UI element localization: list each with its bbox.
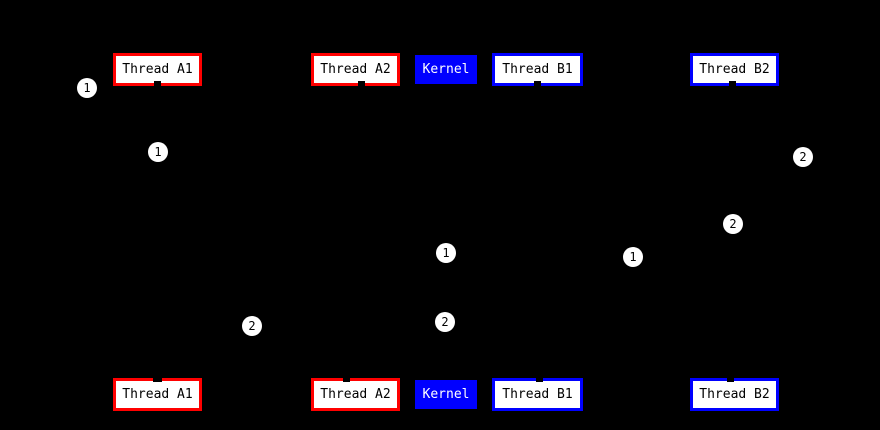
edge-notch — [153, 375, 162, 382]
step-badge-2: 1 — [148, 142, 168, 162]
edge-notch — [727, 375, 734, 382]
node-label: Thread B1 — [502, 62, 573, 77]
edge-notch — [154, 81, 161, 88]
node-thread-b2-top: Thread B2 — [690, 53, 779, 86]
edge-notch — [343, 375, 350, 382]
node-label: Thread A2 — [320, 387, 391, 402]
node-label: Kernel — [422, 387, 470, 402]
node-label: Thread A1 — [122, 387, 193, 402]
step-badge-3: 2 — [793, 147, 813, 167]
node-thread-a1-top: Thread A1 — [113, 53, 202, 86]
edge-notch — [534, 81, 541, 88]
edge-notch — [536, 375, 543, 382]
step-badge-4: 2 — [723, 214, 743, 234]
step-badge-1: 1 — [77, 78, 97, 98]
node-kernel-bottom: Kernel — [415, 380, 477, 409]
step-badge-7: 2 — [242, 316, 262, 336]
node-thread-a2-bottom: Thread A2 — [311, 378, 400, 411]
step-badge-5: 1 — [436, 243, 456, 263]
edge-notch — [729, 81, 736, 88]
step-badge-8: 2 — [435, 312, 455, 332]
node-thread-a1-bottom: Thread A1 — [113, 378, 202, 411]
node-label: Thread B2 — [699, 62, 770, 77]
node-label: Kernel — [422, 62, 470, 77]
step-badge-6: 1 — [623, 247, 643, 267]
node-thread-a2-top: Thread A2 — [311, 53, 400, 86]
node-label: Thread A1 — [122, 62, 193, 77]
node-label: Thread B2 — [699, 387, 770, 402]
edge-notch — [358, 81, 365, 88]
node-kernel-top: Kernel — [415, 55, 477, 84]
node-thread-b2-bottom: Thread B2 — [690, 378, 779, 411]
node-label: Thread A2 — [320, 62, 391, 77]
node-thread-b1-bottom: Thread B1 — [492, 378, 583, 411]
node-label: Thread B1 — [502, 387, 573, 402]
